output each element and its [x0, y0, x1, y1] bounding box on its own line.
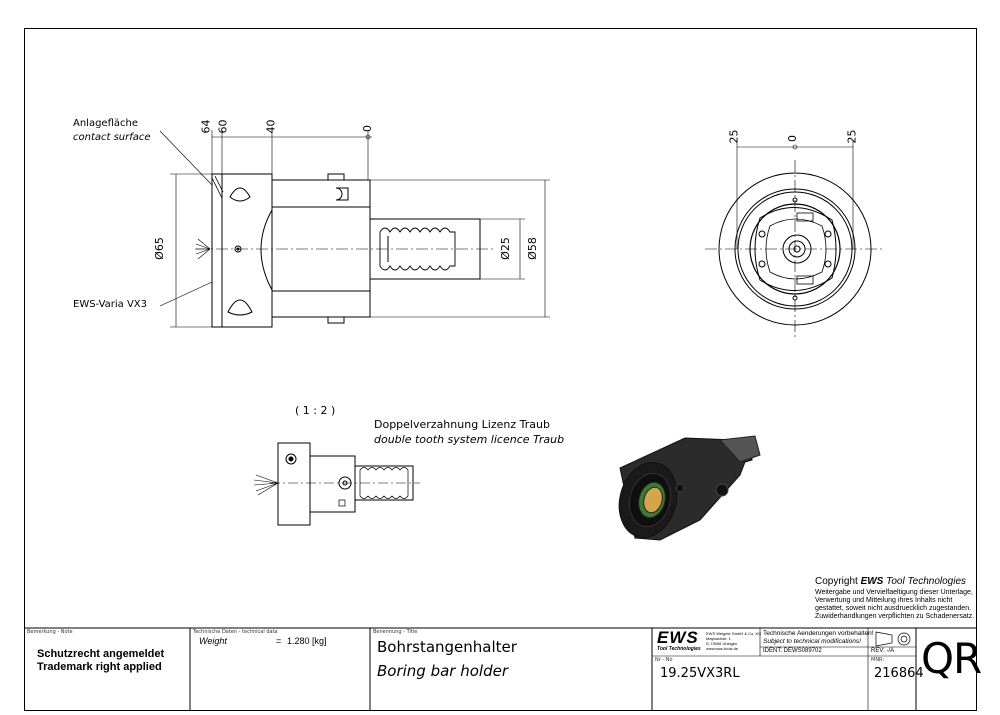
dim-64: 64	[199, 119, 213, 134]
copyright-line2: Verwertung und Mitteilung ihres Inhalts …	[815, 597, 953, 604]
ews-logo: EWS Tool Technologies	[657, 628, 703, 652]
rev: REV: -/A	[871, 648, 895, 654]
tooth-label-en: double tooth system licence Traub	[374, 433, 565, 446]
remark-line2: Trademark right applied	[37, 661, 162, 673]
dim-d25: Ø25	[498, 237, 512, 260]
weight-label: Weight	[199, 636, 227, 646]
remark-line1: Schutzrecht angemeldet	[37, 648, 165, 660]
name-en: Boring bar holder	[377, 662, 509, 680]
copyright-line1: Weitergabe und Vervielfaeltigung dieser …	[815, 589, 973, 596]
scale-label: ( 1 : 2 )	[295, 404, 336, 417]
weight-value: 1.280 [kg]	[287, 636, 327, 646]
dim-0-front: 0	[786, 135, 799, 142]
contact-label-de: Anlagefläche	[73, 118, 138, 129]
nr-value: 19.25VX3RL	[660, 666, 740, 681]
mnr-value: 216864	[874, 666, 924, 681]
front-view	[705, 140, 885, 338]
copyright-heading: Copyright EWS Tool Technologies	[815, 576, 966, 587]
side-view	[159, 130, 550, 328]
tech-change-en: Subject to technical modifications!	[763, 638, 861, 645]
dim-25-right: 25	[845, 129, 859, 144]
remark-caption: Bemerkung - Note	[27, 629, 73, 635]
copyright-brand: EWS	[860, 576, 884, 587]
company-line3: D-73066 Uhingen	[706, 641, 738, 646]
mnr-caption: MNR:	[871, 657, 885, 663]
drawing-border	[24, 28, 977, 711]
nr-caption: Nr - No	[655, 657, 673, 663]
dim-d58: Ø58	[525, 237, 539, 260]
product-label: EWS-Varia VX3	[73, 299, 148, 310]
render-3d	[618, 435, 761, 541]
ident: IDENT: DEWS089702	[763, 648, 822, 654]
dim-0-side: 0	[361, 125, 374, 132]
copyright-line3: gestattet, soweit nicht ausdruecklich zu…	[815, 605, 972, 612]
name-caption: Benennung - Title	[373, 629, 418, 635]
company-line4: www.ews-tools.de	[706, 646, 739, 651]
tech-caption: Technische Daten - technical data	[193, 629, 278, 635]
dim-60: 60	[216, 119, 230, 134]
tooth-label-de: Doppelverzahnung Lizenz Traub	[374, 418, 550, 431]
copyright-line4: Zuwiderhandlungen verpflichten zu Schade…	[815, 613, 975, 620]
scale-view	[253, 442, 420, 526]
copyright-suffix: Tool Technologies	[883, 576, 967, 587]
title-block-lines	[24, 627, 977, 711]
copyright-prefix: Copyright	[815, 576, 861, 587]
dim-d65: Ø65	[152, 237, 166, 260]
weight-eq: =	[276, 636, 282, 646]
name-de: Bohrstangenhalter	[377, 638, 517, 656]
company-line1: EWS Weigele GmbH & Co. KG	[706, 631, 762, 636]
tech-change-de: Technische Aenderungen vorbehalten!	[763, 630, 874, 637]
dim-25-left: 25	[727, 129, 741, 144]
company-line2: Maybachstr. 1	[706, 636, 731, 641]
ews-logo-sub: Tool Technologies	[657, 646, 701, 652]
qr-label: QR	[921, 634, 982, 683]
contact-label-en: contact surface	[73, 132, 151, 143]
ews-logo-mark: EWS	[657, 628, 699, 647]
dim-40: 40	[264, 119, 278, 134]
